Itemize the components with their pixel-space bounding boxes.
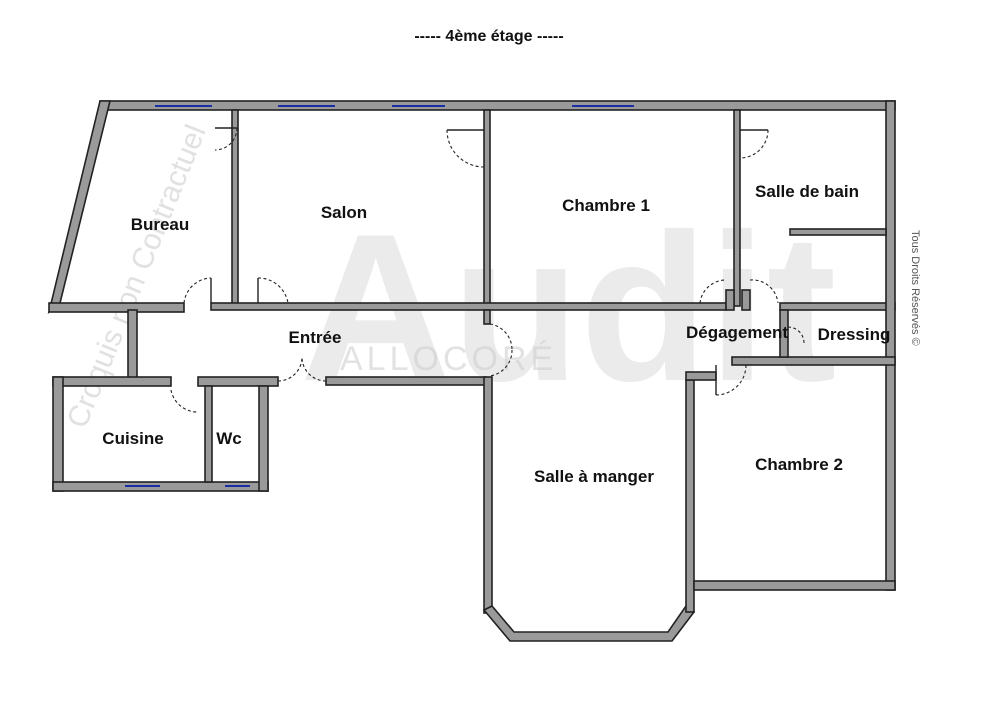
walls (47, 100, 896, 642)
windows (125, 105, 634, 487)
wall-salon-chambre1 (483, 109, 491, 307)
door-entree-left-arc (277, 356, 303, 382)
wall-corridor-pillar (483, 309, 491, 325)
wall-entree-south (325, 376, 487, 386)
room-label-chambre-1: Chambre 1 (562, 196, 650, 215)
room-label-dressing: Dressing (818, 325, 891, 344)
wall-corridor-west (127, 309, 138, 383)
door-dressing-small-arc (787, 326, 805, 344)
wall-degagement-stub-2 (741, 289, 751, 311)
wall-corridor-north-east (779, 302, 896, 311)
room-label-entree: Entrée (289, 328, 342, 347)
room-label-wc: Wc (216, 429, 242, 448)
wall-wc-east (258, 385, 269, 492)
wall-kitchen-north (52, 376, 172, 387)
wall-kitchen-north-2 (197, 376, 279, 387)
room-label-chambre-2: Chambre 2 (755, 455, 843, 474)
door-cuisine-arc (170, 389, 199, 413)
plan-title: ----- 4ème étage ----- (414, 28, 563, 45)
wall-sam-west (483, 376, 493, 614)
door-chambre1-arc (446, 129, 485, 168)
wall-bureau-south (48, 302, 185, 313)
wall-east (885, 100, 896, 591)
wall-sam-bay (482, 604, 696, 642)
wall-sam-chambre2 (685, 379, 695, 613)
wall-chambre2-north (731, 356, 896, 366)
copyright-note: Tous Droits Réservés © (909, 230, 921, 346)
wall-top (99, 100, 896, 111)
door-dressing-arc (749, 279, 779, 304)
doors (170, 127, 805, 413)
wall-kitchen-west (52, 376, 64, 492)
door-entree-right-arc (301, 356, 327, 382)
door-salon-arc (214, 127, 238, 151)
wall-chambre1-sdb (733, 109, 741, 307)
door-sdb-arc (739, 129, 769, 159)
wall-chambre2-south (693, 580, 896, 591)
room-label-salle-a-manger: Salle à manger (534, 467, 654, 486)
door-salon-corr-arc (257, 277, 289, 304)
watermark-sub: ALLOCORÉ (340, 340, 557, 378)
room-label-salon: Salon (321, 203, 367, 222)
door-degagement-arc (699, 279, 727, 304)
room-label-degagement: Dégagement (686, 323, 788, 342)
wall-corridor-north (210, 302, 727, 311)
wall-degagement-stub (725, 289, 735, 311)
wall-chambre2-north-west (685, 371, 717, 381)
room-labels: Bureau Salon Chambre 1 Salle de bain Ent… (102, 182, 890, 486)
door-chambre2-arc (715, 364, 747, 396)
door-sam-arc-2 (489, 349, 513, 377)
door-bureau-arc (183, 277, 212, 304)
door-sam-arc-1 (489, 323, 513, 351)
wall-sdb-shelf (789, 228, 887, 236)
room-label-bureau: Bureau (131, 215, 190, 234)
wall-kitchen-wc (204, 385, 213, 483)
room-label-cuisine: Cuisine (102, 429, 163, 448)
wall-bureau-salon (231, 109, 239, 307)
room-label-salle-de-bain: Salle de bain (755, 182, 859, 201)
wall-dressing-west (779, 309, 789, 358)
wall-bureau-west (47, 100, 112, 315)
